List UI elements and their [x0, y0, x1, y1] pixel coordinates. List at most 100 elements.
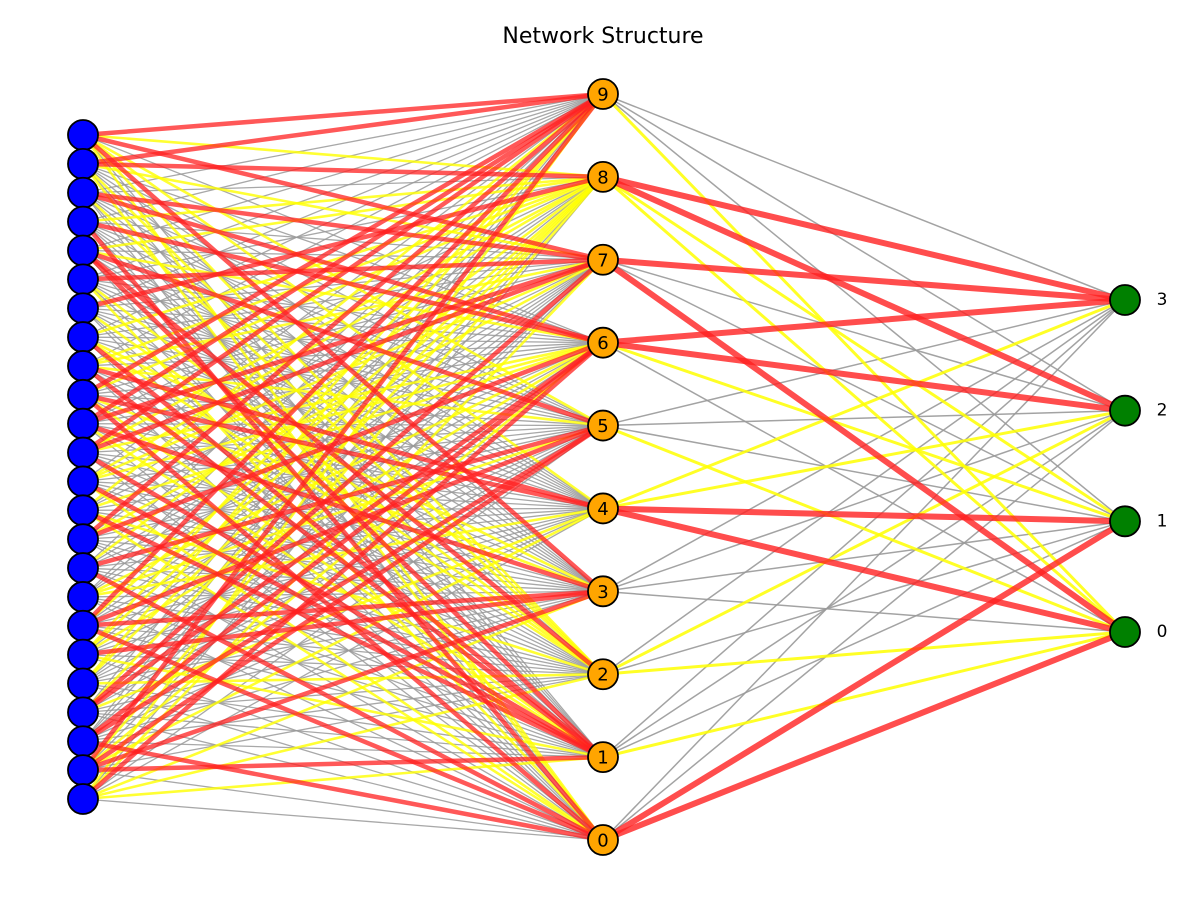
- edge-input-hidden: [82, 219, 604, 345]
- edge-input-hidden: [81, 92, 605, 455]
- edge-input-hidden: [81, 92, 605, 772]
- edge-input-hidden: [82, 507, 604, 569]
- edge-input-hidden: [82, 739, 604, 843]
- edge-hidden-output: [602, 342, 1126, 633]
- hidden-node-label: 8: [597, 167, 608, 188]
- edge-input-hidden: [82, 589, 604, 773]
- edge-input-hidden: [82, 175, 604, 656]
- edge-input-hidden: [81, 340, 605, 715]
- edge-input-hidden: [81, 92, 605, 397]
- edge-input-hidden: [81, 423, 605, 744]
- edge-input-hidden: [82, 392, 604, 511]
- edge-input-hidden: [81, 566, 605, 842]
- edge-hidden-output: [602, 341, 1126, 523]
- edge-hidden-output: [602, 630, 1126, 759]
- input-node: [67, 147, 99, 180]
- edge-input-hidden: [82, 623, 604, 843]
- edge-input-hidden: [82, 257, 604, 426]
- edge-hidden-output: [602, 259, 1126, 412]
- edge-input-hidden: [82, 307, 604, 510]
- input-node: [67, 465, 99, 498]
- edge-input-hidden: [82, 421, 604, 594]
- input-node: [67, 205, 99, 238]
- edge-input-hidden: [82, 507, 604, 772]
- edge-hidden-output: [602, 93, 1126, 301]
- input-node: [67, 494, 99, 527]
- edge-input-hidden: [81, 364, 605, 759]
- edge-input-hidden: [82, 161, 604, 180]
- edge-hidden-output: [602, 259, 1126, 523]
- edge-input-hidden: [82, 740, 604, 758]
- edge-input-hidden: [81, 248, 605, 759]
- edge-input-hidden: [82, 589, 604, 657]
- edge-input-hidden: [82, 507, 604, 800]
- input-node: [67, 552, 99, 584]
- edge-input-hidden: [82, 176, 604, 771]
- edge-input-hidden: [82, 221, 604, 427]
- edge-input-hidden: [82, 92, 604, 512]
- hidden-node-label: 7: [597, 250, 608, 271]
- edge-input-hidden: [82, 93, 604, 656]
- edge-input-hidden: [82, 590, 604, 685]
- input-node: [67, 321, 99, 353]
- edge-input-hidden: [82, 423, 604, 427]
- edge-input-hidden: [82, 192, 604, 427]
- input-node: [67, 581, 99, 613]
- edge-input-hidden: [81, 340, 605, 801]
- edge-input-hidden: [82, 590, 604, 742]
- output-node-label: 2: [1157, 401, 1168, 421]
- edge-hidden-output: [601, 518, 1127, 843]
- input-node: [67, 263, 99, 296]
- edge-input-hidden: [82, 590, 604, 801]
- edge-input-hidden: [82, 91, 604, 138]
- input-node: [67, 436, 99, 469]
- edge-hidden-output: [601, 257, 1127, 635]
- edge-input-hidden: [82, 257, 604, 455]
- hidden-node-label: 3: [597, 582, 608, 603]
- edge-input-hidden: [82, 163, 604, 344]
- edge-input-hidden: [82, 711, 604, 841]
- hidden-node-label: 2: [597, 665, 608, 686]
- edge-input-hidden: [82, 258, 604, 541]
- edge-input-hidden: [82, 424, 604, 599]
- edge-input-hidden: [82, 341, 604, 512]
- edge-input-hidden: [82, 340, 604, 542]
- input-node: [67, 754, 99, 787]
- edge-input-hidden: [82, 176, 604, 425]
- input-node: [67, 696, 99, 729]
- input-node: [67, 609, 99, 642]
- input-node: [67, 725, 99, 758]
- input-node: [67, 523, 99, 556]
- edge-hidden-output: [602, 410, 1126, 841]
- edge-input-hidden: [82, 278, 604, 344]
- edge-input-hidden: [82, 342, 604, 685]
- hidden-node: [587, 160, 619, 193]
- edge-input-hidden: [82, 249, 604, 510]
- edge-input-hidden: [82, 509, 604, 592]
- edge-hidden-output: [602, 409, 1126, 510]
- edge-hidden-output: [602, 175, 1126, 523]
- input-node: [67, 176, 99, 209]
- edge-input-hidden: [82, 162, 604, 262]
- hidden-node: [587, 824, 619, 856]
- edge-hidden-output: [602, 409, 1126, 427]
- edge-input-hidden: [82, 423, 604, 510]
- edge-input-hidden: [81, 340, 605, 744]
- edge-hidden-output: [602, 93, 1126, 412]
- hidden-node-label: 5: [597, 416, 608, 437]
- edge-hidden-output: [602, 256, 1126, 303]
- input-node: [67, 119, 99, 151]
- edge-input-hidden: [82, 93, 604, 194]
- edge-input-hidden: [82, 508, 604, 760]
- edge-input-hidden: [81, 423, 605, 773]
- output-node: [1109, 616, 1141, 648]
- edge-input-hidden: [82, 249, 604, 344]
- edge-input-hidden: [82, 673, 604, 714]
- hidden-node: [587, 492, 619, 525]
- edge-input-hidden: [82, 424, 604, 540]
- edge-input-hidden: [82, 672, 604, 801]
- edge-input-hidden: [82, 423, 604, 571]
- edge-input-hidden: [82, 342, 604, 569]
- input-node: [67, 783, 99, 815]
- output-node: [1109, 394, 1141, 427]
